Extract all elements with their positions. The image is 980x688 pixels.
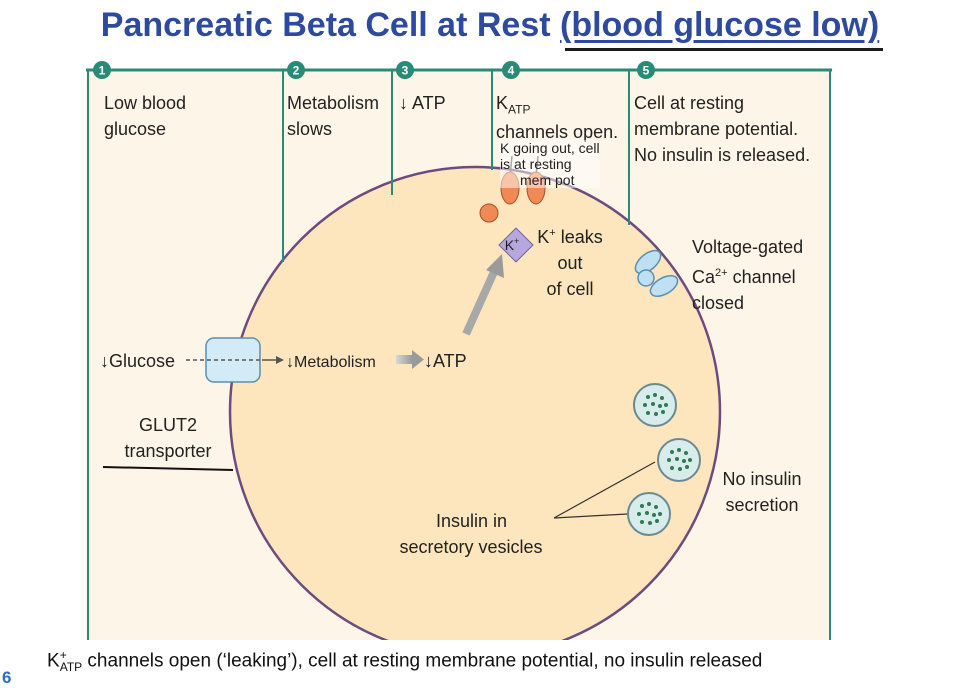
- step-4-number: 4: [508, 64, 515, 78]
- step-5-line-2: membrane potential.: [634, 119, 799, 139]
- title-underlined: (blood glucose low): [560, 6, 880, 44]
- atp-to-channel-arrow: [462, 254, 504, 336]
- step-4-line-2: channels open.: [496, 121, 619, 142]
- step-2-label: Metabolism slows: [287, 90, 379, 142]
- step-4-k-main: K: [496, 93, 509, 113]
- glut2-transporter-icon: [186, 337, 284, 383]
- step-3-label: ↓ ATP: [399, 90, 446, 116]
- calcium-channel-icon: [634, 249, 679, 297]
- glut2-label: GLUT2 transporter: [103, 412, 233, 464]
- no-insulin-label: No insulin secretion: [708, 466, 816, 518]
- footer-k-sub: ATP: [59, 660, 83, 675]
- footer-k-sup: +: [59, 648, 67, 662]
- step-1-number: 1: [99, 64, 106, 78]
- step-badge-5: 5: [637, 61, 655, 79]
- step-2-line-1: Metabolism: [287, 93, 380, 113]
- step-badge-1: 1: [93, 61, 111, 79]
- annotation-line-3: mem pot: [520, 172, 575, 188]
- atp-label: ↓ATP: [424, 351, 467, 371]
- step-badge-2: 2: [287, 61, 305, 79]
- title-underline-stroke: [565, 48, 883, 51]
- k-leak-line-1: K+ leaks: [537, 227, 603, 247]
- step-3-line-1: ↓ ATP: [399, 93, 446, 113]
- insulin-vesicles-label: Insulin in secretory vesicles: [376, 508, 566, 560]
- step-4-k-sub: ATP: [508, 102, 531, 117]
- footer-text: channels open (‘leaking’), cell at resti…: [82, 650, 763, 672]
- insulin-vesicle-icon-3: [627, 492, 671, 536]
- vesicle-leader-line-2: [553, 513, 628, 519]
- step-4-line-1: KATP: [496, 90, 618, 123]
- no-insulin-line-1: No insulin: [722, 469, 802, 489]
- no-insulin-line-2: secretion: [725, 495, 799, 515]
- title-main: Pancreatic Beta Cell at Rest: [100, 6, 560, 44]
- insulin-line-2: secretory vesicles: [399, 537, 543, 557]
- k-leak-line-2: out: [557, 253, 583, 273]
- calcium-channel-label: Voltage-gated Ca2+ channel closed: [692, 234, 803, 316]
- k-leak-line-3: of cell: [546, 279, 594, 299]
- annotation-line-1: K going out, cell: [500, 140, 600, 156]
- step-5-line-3: No insulin is released.: [634, 145, 811, 165]
- k-ion-label: K+: [505, 236, 520, 253]
- page-title: Pancreatic Beta Cell at Rest (blood gluc…: [0, 6, 980, 45]
- katp-annotation: K going out, cell is at resting mem pot: [500, 140, 600, 188]
- step-badge-3: 3: [396, 61, 414, 79]
- step-1-line-1: Low blood: [104, 93, 187, 113]
- metabolism-to-atp-arrow: [396, 350, 424, 369]
- step-5-line-1: Cell at resting: [634, 93, 745, 113]
- footer-caption: K+ATP channels open (‘leaking’), cell at…: [47, 648, 762, 674]
- calcium-line-2: Ca2+ channel: [692, 267, 796, 287]
- insulin-vesicle-icon-2: [657, 438, 701, 482]
- glucose-label: ↓Glucose: [100, 351, 176, 371]
- step-4-label: KATP channels open.: [496, 90, 618, 145]
- step-5-label: Cell at resting membrane potential. No i…: [634, 90, 810, 168]
- potassium-ion-icon: K+: [498, 227, 534, 263]
- vesicle-leader-line-1: [553, 461, 656, 519]
- insulin-vesicle-icon-1: [633, 383, 677, 427]
- step-1-label: Low blood glucose: [104, 90, 186, 142]
- beta-cell-body: [228, 165, 722, 640]
- step-1-line-2: glucose: [104, 119, 167, 139]
- k-leak-label: K+ leaks out of cell: [530, 220, 610, 302]
- page-number: 6: [2, 668, 12, 687]
- glut2-line-1: GLUT2: [138, 415, 198, 435]
- step-2-number: 2: [293, 64, 300, 78]
- step-badge-4: 4: [502, 61, 520, 79]
- glut2-line-2: transporter: [124, 441, 212, 461]
- step-3-number: 3: [402, 64, 409, 78]
- glut2-underline-stroke: [102, 466, 234, 471]
- calcium-line-1: Voltage-gated: [692, 237, 804, 257]
- calcium-line-3: closed: [692, 293, 745, 313]
- step-5-number: 5: [643, 64, 650, 78]
- metabolism-label: ↓Metabolism: [286, 354, 376, 371]
- insulin-line-1: Insulin in: [436, 511, 508, 531]
- annotation-line-2: is at resting: [500, 156, 572, 172]
- step-2-line-2: slows: [287, 119, 333, 139]
- footer-k-main: K: [47, 650, 60, 672]
